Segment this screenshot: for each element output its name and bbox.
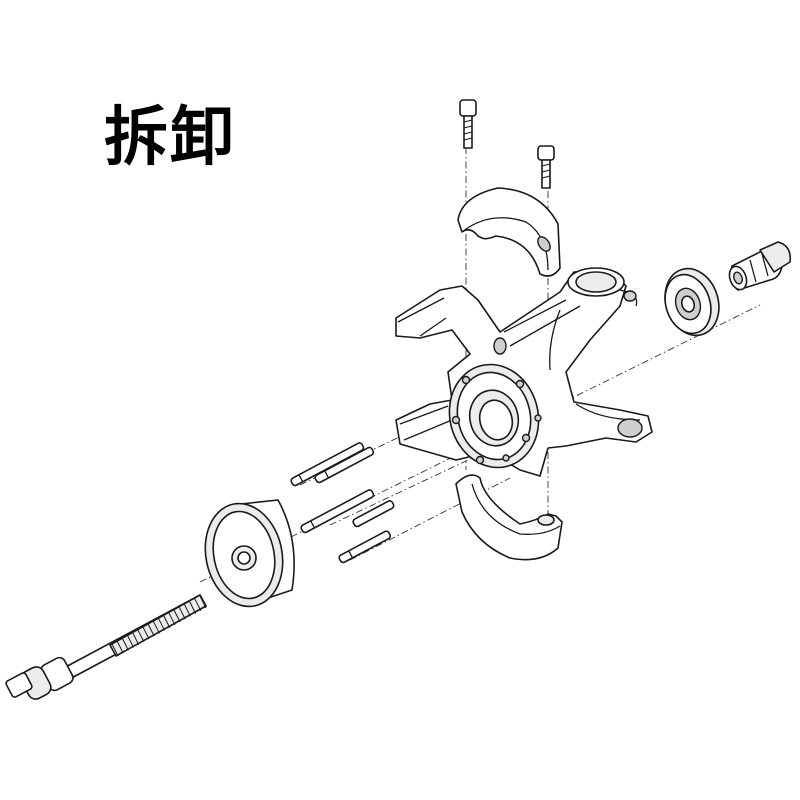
wheel-bearing (664, 267, 720, 337)
bolt-right (537, 145, 555, 189)
bolt-left (459, 99, 477, 149)
steering-knuckle (395, 267, 653, 477)
press-cup (204, 499, 295, 608)
guide-pins (290, 442, 395, 564)
upper-half-shell (457, 187, 561, 277)
guide-pin (300, 489, 375, 534)
adapter-nut (728, 241, 792, 291)
page-title: 拆卸 (104, 101, 236, 175)
lower-half-shell (455, 474, 563, 561)
guide-pin (338, 530, 392, 564)
threaded-spindle (5, 594, 207, 700)
guide-pin (314, 446, 375, 484)
guide-pin (352, 500, 395, 528)
